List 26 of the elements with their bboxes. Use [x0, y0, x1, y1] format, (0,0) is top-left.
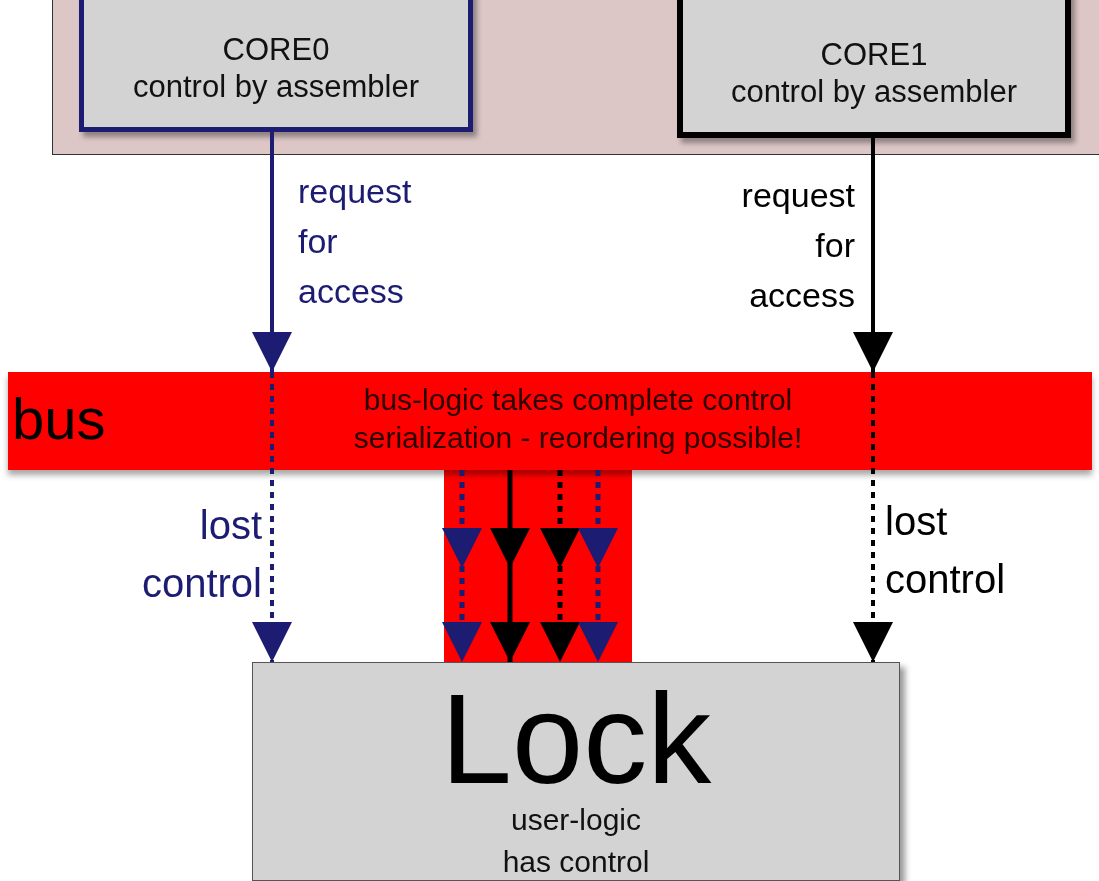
- core-subtitle: control by assembler: [133, 68, 419, 105]
- edge-label: lost control: [140, 502, 262, 607]
- arrow: [252, 132, 292, 372]
- edge-label: request for access: [298, 171, 413, 312]
- bus-description: serialization - reordering possible!: [352, 420, 804, 456]
- arrow: [578, 470, 618, 662]
- bus-label: bus: [12, 386, 106, 452]
- bus-description: bus-logic takes complete control: [362, 382, 794, 418]
- core-title: CORE0: [222, 31, 330, 68]
- lock-box: [252, 662, 900, 881]
- arrow: [853, 372, 893, 662]
- bus-band: [8, 372, 1092, 470]
- arrow: [442, 470, 482, 662]
- lock-subtitle: user-logic has control: [501, 802, 651, 880]
- core-subtitle: control by assembler: [731, 73, 1017, 110]
- arrow: [540, 470, 579, 662]
- arrow: [853, 138, 893, 372]
- core-box: [677, 0, 1071, 138]
- lock-title: Lock: [440, 677, 712, 801]
- background-panel: [52, 0, 1099, 155]
- core-title: CORE1: [820, 36, 928, 73]
- edge-label: lost control: [885, 498, 1007, 603]
- arrow: [490, 470, 530, 662]
- edge-label: request for access: [740, 175, 855, 316]
- arrow: [252, 372, 292, 662]
- core-box: [79, 0, 473, 132]
